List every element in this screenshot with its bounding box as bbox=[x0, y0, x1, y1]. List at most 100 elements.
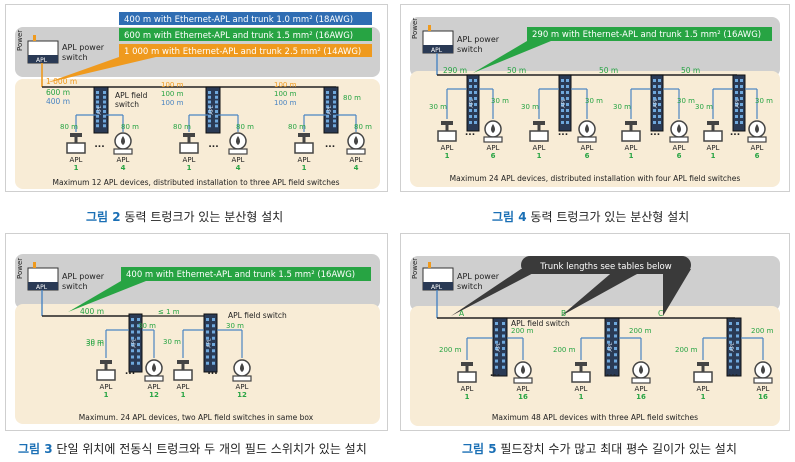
drop-icon bbox=[677, 124, 681, 133]
port-icon bbox=[658, 109, 661, 112]
ellipsis: ... bbox=[606, 369, 616, 379]
spur-label: 30 m bbox=[521, 103, 539, 111]
port-icon bbox=[326, 124, 329, 128]
device-number: 1 bbox=[187, 164, 192, 172]
port-icon bbox=[215, 110, 218, 113]
port-icon bbox=[212, 355, 215, 359]
banner-2: 1 000 m with Ethernet-APL and trunk 2.5 … bbox=[124, 47, 361, 57]
device-type: APL bbox=[117, 156, 130, 164]
power-switch: Power APL APL power switch bbox=[16, 258, 105, 291]
apl-field-switch: APL bbox=[203, 313, 218, 373]
port-icon bbox=[137, 318, 140, 321]
port-icon bbox=[469, 91, 472, 94]
port-icon bbox=[614, 347, 617, 350]
figure-4-panel: Power APL APL power switch 290 m with Et… bbox=[400, 4, 790, 192]
power-label-1: APL power bbox=[62, 272, 105, 281]
device-type: APL bbox=[236, 383, 249, 391]
port-icon bbox=[208, 100, 211, 104]
port-icon bbox=[561, 85, 564, 88]
valve-actuator-icon bbox=[533, 121, 545, 125]
device-type: APL bbox=[625, 144, 638, 152]
power-title: Power bbox=[16, 30, 24, 51]
valve-actuator-icon bbox=[441, 121, 453, 125]
trunk-label: 100 m bbox=[274, 81, 297, 89]
figure-5-diagram: Power APL APL power switch Trunk lengths… bbox=[410, 256, 780, 426]
valve-stem-icon bbox=[74, 137, 78, 143]
figure-5-panel: Power APL APL power switch Trunk lengths… bbox=[400, 233, 790, 431]
port-icon bbox=[215, 91, 218, 94]
valve-stem-icon bbox=[445, 125, 449, 131]
port-icon bbox=[96, 95, 99, 99]
device-number: 6 bbox=[491, 152, 496, 160]
spur-label: 30 m bbox=[677, 97, 695, 105]
port-icon bbox=[614, 328, 617, 332]
port-icon bbox=[215, 119, 218, 123]
valve-body-icon bbox=[179, 142, 199, 154]
power-title: Power bbox=[411, 258, 419, 279]
port-icon bbox=[103, 114, 106, 118]
spur-label: 80 m bbox=[236, 123, 254, 131]
port-icon bbox=[561, 79, 564, 82]
caption-number: 그림 5 bbox=[462, 442, 497, 456]
port-icon bbox=[208, 105, 211, 109]
port-icon bbox=[212, 318, 215, 321]
port-icon bbox=[96, 100, 99, 104]
caption-text: 단일 위치에 전동식 트렁크와 두 개의 필드 스위치가 있는 설치 bbox=[52, 442, 367, 456]
footer: Maximum 48 APL devices with three APL fi… bbox=[492, 413, 698, 422]
spur-label: 80 m bbox=[173, 123, 191, 131]
port-icon bbox=[614, 365, 617, 369]
port-icon bbox=[103, 105, 106, 109]
port-icon bbox=[653, 97, 656, 100]
port-icon bbox=[740, 115, 743, 118]
port-icon bbox=[735, 91, 738, 94]
port-icon bbox=[729, 347, 732, 350]
port-icon bbox=[103, 91, 106, 94]
port-icon bbox=[658, 85, 661, 88]
banner-0: 400 m with Ethernet-APL and trunk 1.0 mm… bbox=[124, 15, 353, 25]
valve-actuator-icon bbox=[625, 121, 637, 125]
device-type: APL bbox=[100, 383, 113, 391]
device-number: 4 bbox=[354, 164, 359, 172]
valve-stem-icon bbox=[104, 364, 108, 370]
apl-field-switch: APL bbox=[323, 86, 339, 134]
caption-number: 그림 4 bbox=[492, 210, 527, 224]
valve-actuator-icon bbox=[100, 360, 112, 364]
port-icon bbox=[729, 365, 732, 369]
port-icon bbox=[658, 79, 661, 82]
spur-label: 200 m bbox=[511, 327, 534, 335]
switch-label: APL field bbox=[115, 91, 148, 100]
valve-body-icon bbox=[529, 130, 549, 142]
spur-label: 30 m bbox=[755, 97, 773, 105]
port-icon bbox=[735, 121, 738, 124]
port-icon bbox=[212, 343, 215, 346]
port-icon bbox=[614, 359, 617, 363]
port-icon bbox=[206, 330, 209, 334]
port-icon bbox=[653, 121, 656, 124]
sensor-pipe-icon bbox=[513, 377, 533, 384]
power-switch-apl-tag: APL bbox=[431, 284, 443, 291]
port-icon bbox=[131, 361, 134, 365]
port-icon bbox=[215, 124, 218, 128]
port-icon bbox=[502, 353, 505, 357]
figure-3-diagram: Power APL APL power switch 400 m with Et… bbox=[15, 254, 380, 424]
drop-icon bbox=[639, 365, 643, 374]
ellipsis: ... bbox=[465, 128, 475, 138]
spur-label: 80 m bbox=[121, 123, 139, 131]
device-type: APL bbox=[148, 383, 161, 391]
figure-2-diagram: Power APL APL power switch 400 m with Et… bbox=[15, 12, 380, 189]
port-icon bbox=[469, 115, 472, 118]
device-number: 6 bbox=[677, 152, 682, 160]
port-icon bbox=[469, 121, 472, 124]
port-icon bbox=[502, 328, 505, 332]
valve-stem-icon bbox=[711, 125, 715, 131]
trunk-label: 50 m bbox=[681, 66, 700, 75]
trunk-label: 100 m bbox=[161, 90, 184, 98]
caption-number: 그림 2 bbox=[86, 210, 121, 224]
trunk-label: 100 m bbox=[161, 81, 184, 89]
figure-3-panel: Power APL APL power switch 400 m with Et… bbox=[5, 233, 388, 431]
valve-actuator-icon bbox=[70, 133, 82, 137]
footer: Maximum 12 APL devices, distributed inst… bbox=[52, 178, 339, 187]
port-icon bbox=[474, 91, 477, 94]
